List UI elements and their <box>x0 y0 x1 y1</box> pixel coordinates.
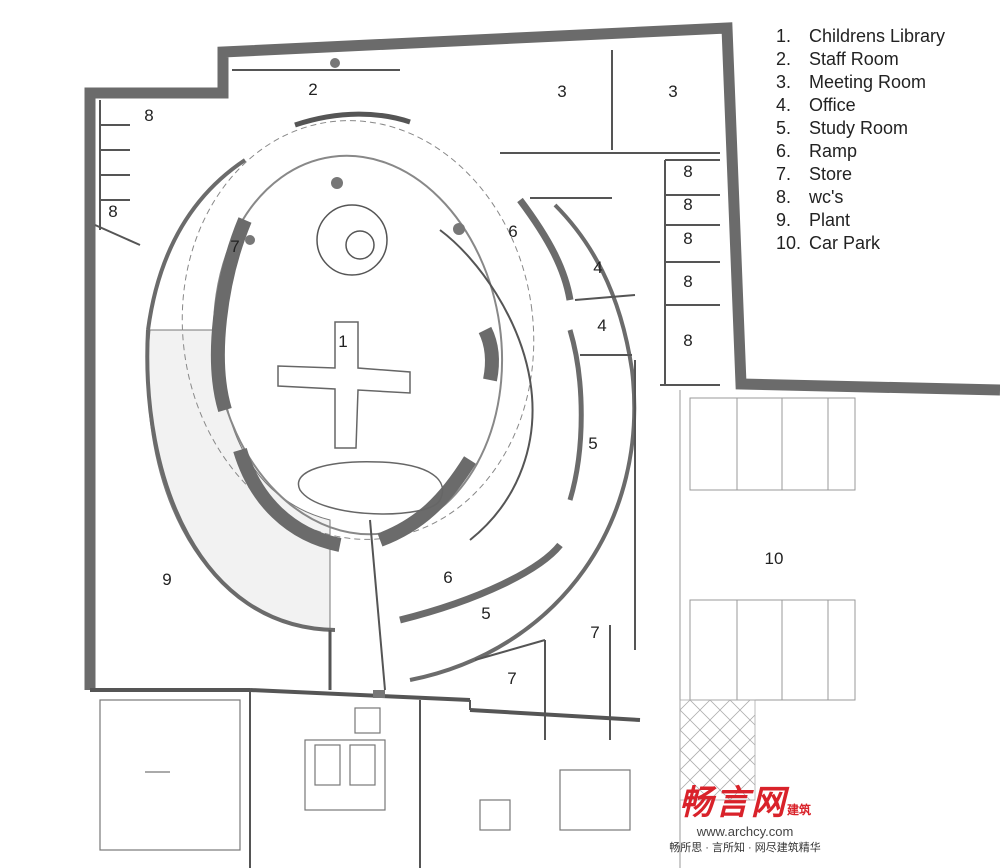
room-label-wc: 8 <box>108 202 118 221</box>
room-label-wc: 8 <box>683 331 693 350</box>
legend-item: 10.Car Park <box>776 233 881 253</box>
room-label-store: 7 <box>230 237 240 256</box>
plant-ring <box>147 329 331 631</box>
room-label-staff-room: 2 <box>308 80 318 99</box>
room-label-store: 7 <box>507 669 517 688</box>
legend-item: 4.Office <box>776 95 856 115</box>
room-label-childrens-library: 1 <box>338 332 348 351</box>
outer-ellipse <box>145 329 336 632</box>
oval-table <box>297 461 444 515</box>
room-label-study-room: 5 <box>481 604 491 623</box>
room-label-wc: 8 <box>683 195 693 214</box>
outer-ellipse-top <box>146 158 247 331</box>
room-label-office: 4 <box>593 258 603 277</box>
legend-item: 6.Ramp <box>776 141 858 161</box>
spiral-stair <box>316 204 388 276</box>
room-label-meeting-room: 3 <box>668 82 678 101</box>
room-label-office: 4 <box>597 316 607 335</box>
room-label-wc: 8 <box>683 229 693 248</box>
room-label-study-room: 5 <box>588 434 598 453</box>
room-label-plant: 9 <box>162 570 172 589</box>
legend-item: 8.wc's <box>776 187 844 207</box>
room-label-ramp: 6 <box>443 568 453 587</box>
hatched-area <box>679 699 756 801</box>
room-label-car-park: 10 <box>764 549 784 568</box>
room-label-store: 7 <box>590 623 600 642</box>
legend-item: 2.Staff Room <box>776 49 899 69</box>
room-label-wc: 8 <box>144 106 154 125</box>
legend: 1.Childrens Library 2.Staff Room 3.Meeti… <box>776 25 945 255</box>
legend-item: 9.Plant <box>776 210 851 230</box>
room-label-wc: 8 <box>683 272 693 291</box>
legend-item: 5.Study Room <box>776 118 909 138</box>
outer-wall <box>84 22 1000 690</box>
watermark-logo: 畅言网建筑 www.archcy.com 畅所思 · 言所知 · 网尽建筑精华 <box>655 775 835 855</box>
room-label-meeting-room: 3 <box>557 82 567 101</box>
cross-table <box>277 321 411 449</box>
legend-item: 1.Childrens Library <box>776 26 946 46</box>
legend-item: 3.Meeting Room <box>776 72 927 92</box>
outer-ellipse-right <box>409 203 637 682</box>
watermark-slogan: 畅所思 · 言所知 · 网尽建筑精华 <box>669 842 821 854</box>
watermark-url: www.archcy.com <box>696 824 794 839</box>
room-label-ramp: 6 <box>508 222 518 241</box>
legend-item: 7.Store <box>776 164 853 184</box>
room-label-wc: 8 <box>683 162 693 181</box>
